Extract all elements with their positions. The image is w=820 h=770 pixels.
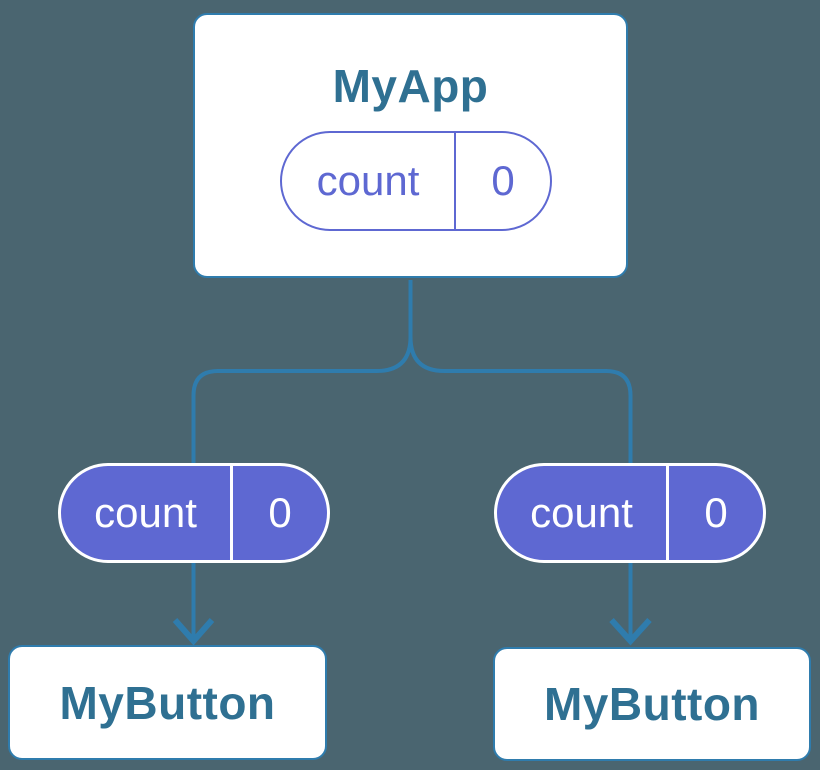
root-component-title: MyApp — [332, 60, 489, 112]
state-pill-label: count — [282, 133, 456, 229]
connector-left-branch-line — [191, 280, 413, 640]
child-component-right-title: MyButton — [543, 678, 761, 730]
child-component-card-left: MyButton — [8, 645, 327, 760]
state-pill: count 0 — [280, 131, 552, 231]
arrowhead-down-left-icon — [172, 618, 215, 646]
child-component-left-title: MyButton — [59, 676, 276, 729]
prop-pill-left-value: 0 — [268, 489, 292, 536]
state-pill-value: 0 — [491, 157, 515, 204]
prop-pill-right-label: count — [497, 466, 669, 560]
child-component-card-right: MyButton — [493, 647, 811, 761]
connector-right-branch-line — [408, 280, 633, 640]
prop-pill-right-value: 0 — [704, 489, 728, 536]
root-component-card: MyApp count 0 — [193, 13, 628, 278]
arrowhead-down-right-icon — [609, 617, 652, 646]
prop-pill-left-label: count — [61, 466, 233, 560]
prop-pill-right: count 0 — [494, 463, 766, 563]
prop-pill-left: count 0 — [58, 463, 330, 563]
